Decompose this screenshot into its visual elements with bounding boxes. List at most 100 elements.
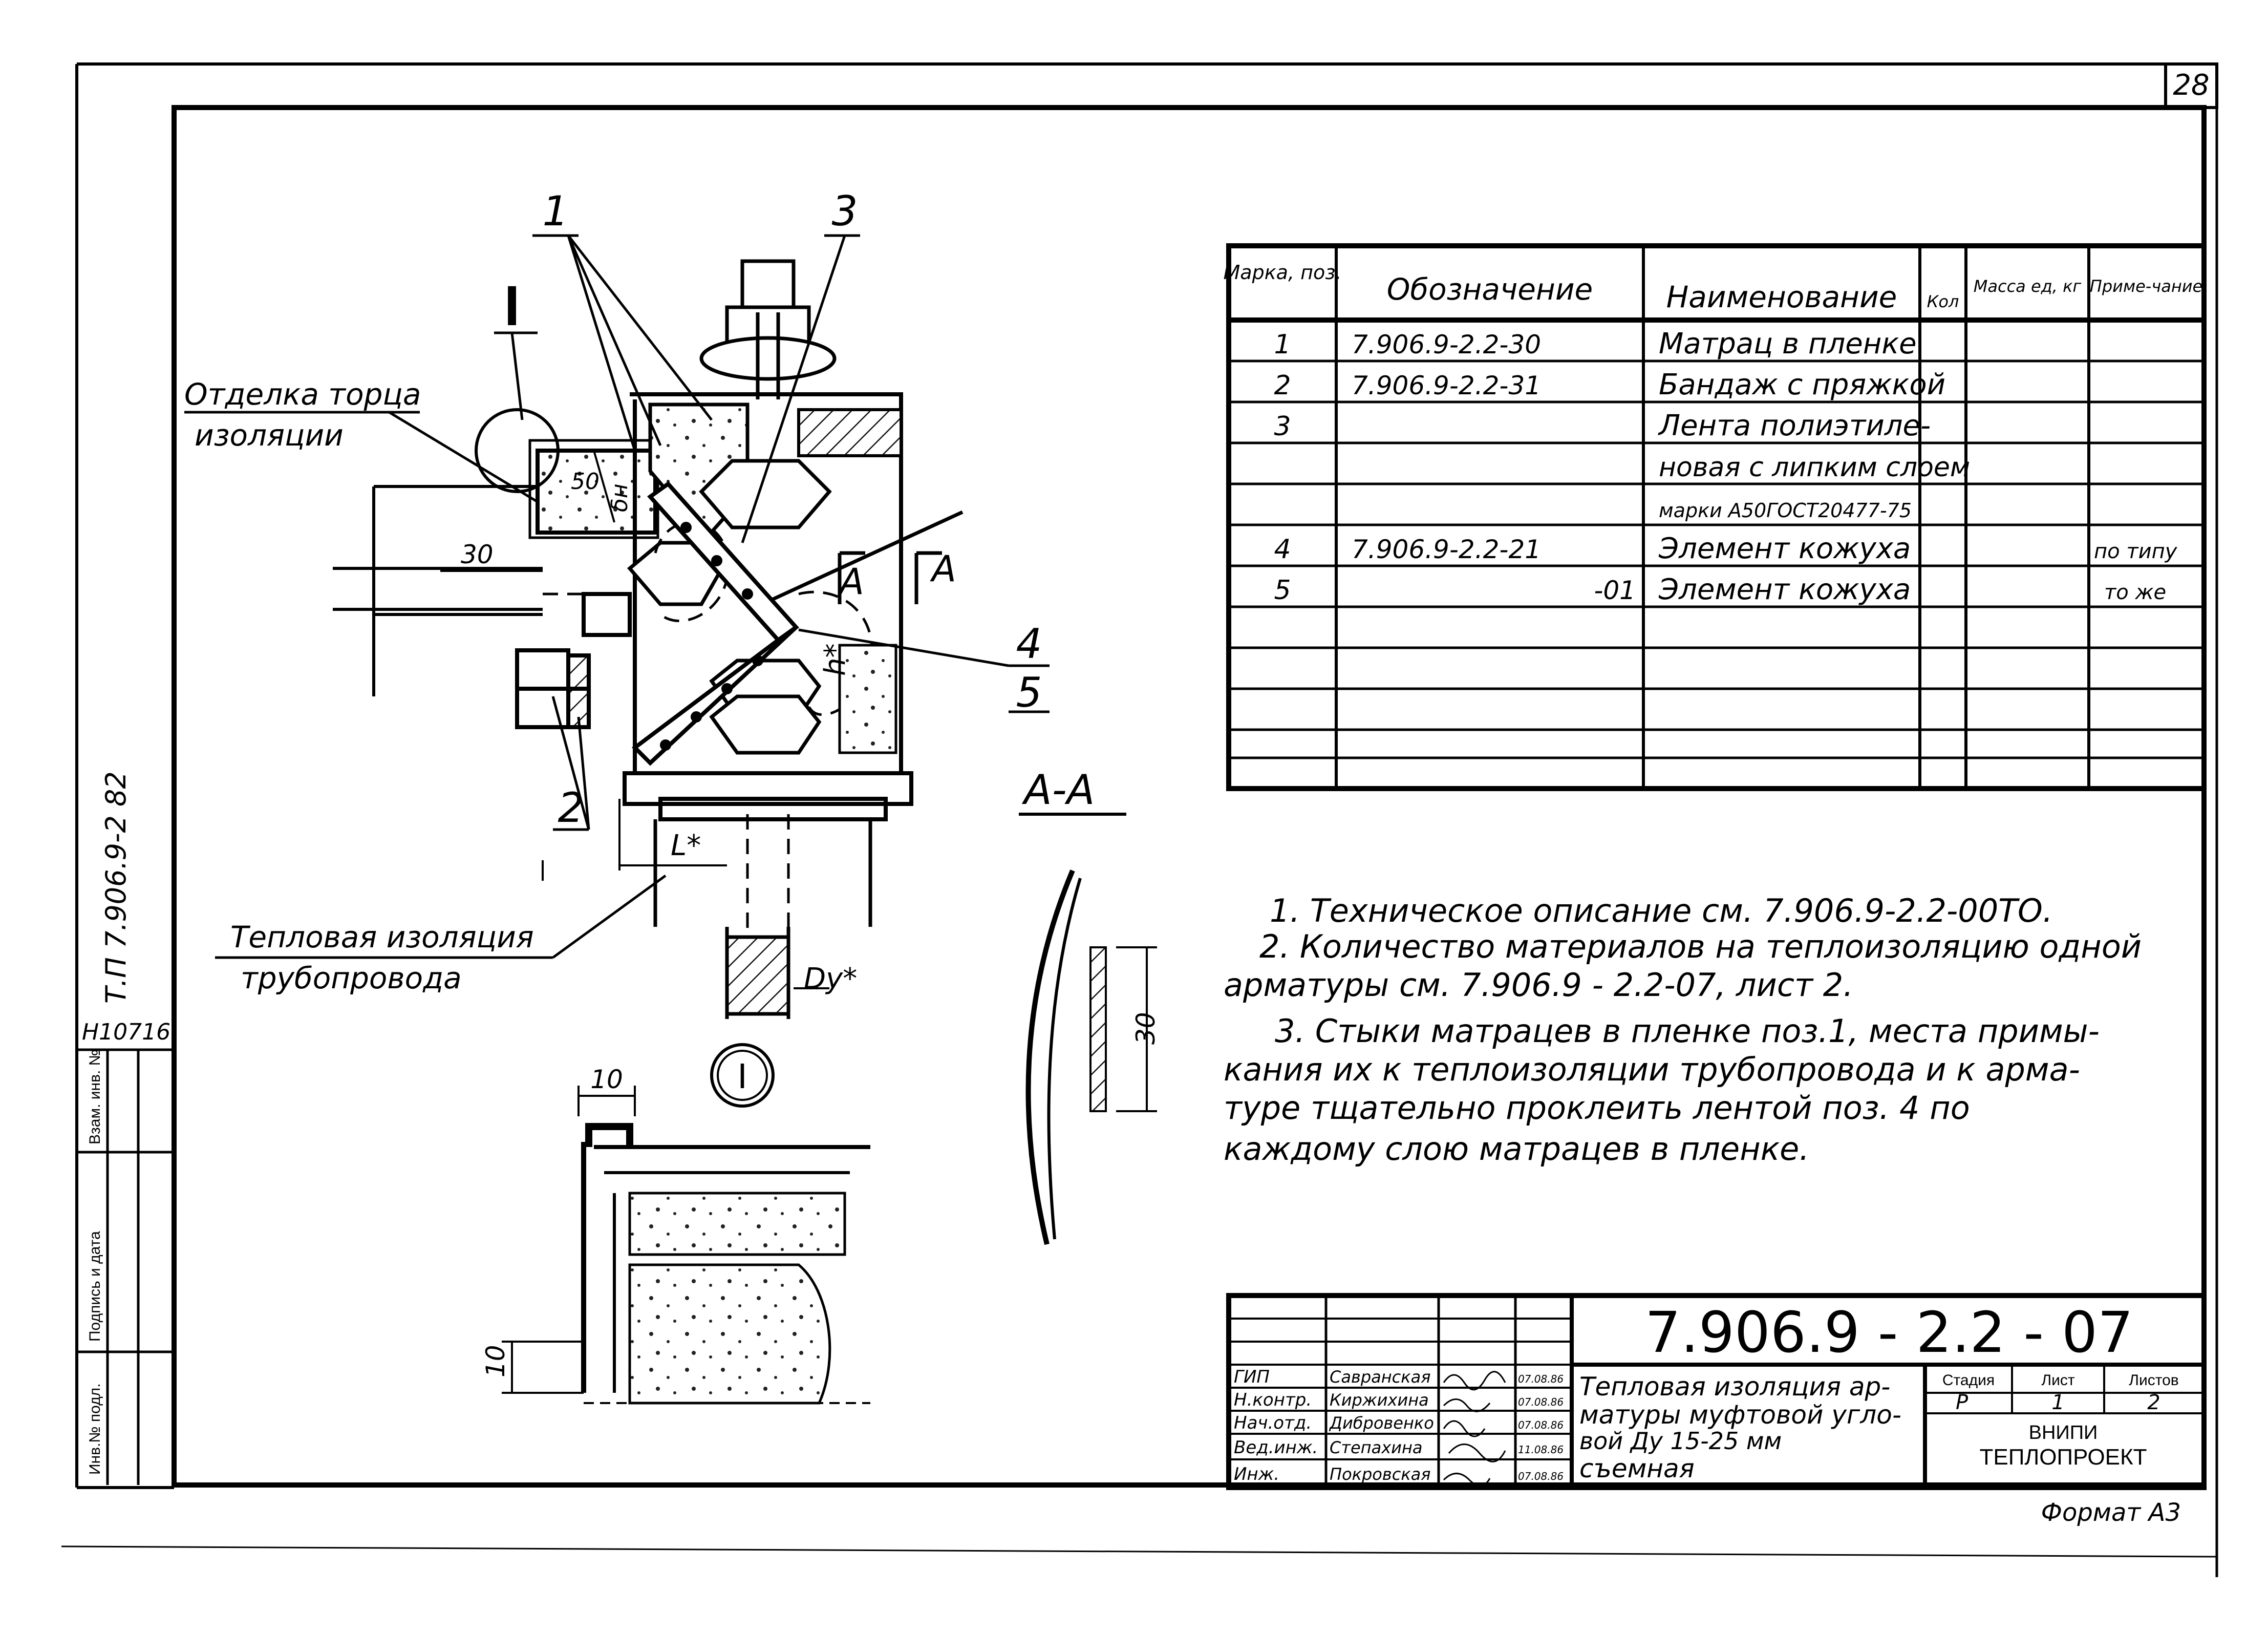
sheets-value: 2 <box>2147 1391 2160 1414</box>
view-mark-I: I <box>504 274 520 337</box>
callout-4: 4 <box>1016 620 1042 668</box>
svg-text:Н.контр.: Н.контр. <box>1234 1390 1312 1410</box>
svg-text:07.08.86: 07.08.86 <box>1518 1373 1564 1385</box>
spec-row: 4 7.906.9-2.2-21 Элемент кожуха по типу <box>1274 532 2177 565</box>
spec-header-mass: Масса ед, кг <box>1974 277 2082 296</box>
sheet-value: 1 <box>2051 1391 2064 1414</box>
inventory-number: Н10716 <box>82 1019 170 1045</box>
dim-50: 50 <box>571 469 600 495</box>
svg-text:7.906.9-2.2-21: 7.906.9-2.2-21 <box>1352 535 1541 564</box>
title-line: вой Ду 15-25 мм <box>1579 1427 1782 1455</box>
page-number: 28 <box>2173 69 2209 102</box>
svg-text:Инж.: Инж. <box>1234 1464 1279 1484</box>
svg-text:Матрац в пленке: Матрац в пленке <box>1659 327 1917 360</box>
svg-text:Лента полиэтиле-: Лента полиэтиле- <box>1658 409 1931 442</box>
pipe-left <box>333 485 543 696</box>
label-insulation-end-2: изоляции <box>195 418 344 453</box>
svg-text:ГИП: ГИП <box>1234 1367 1270 1387</box>
section-aa-dim-30: 30 <box>1131 1012 1161 1045</box>
svg-text:7.906.9-2.2-30: 7.906.9-2.2-30 <box>1352 330 1541 359</box>
valve-stem <box>699 259 837 399</box>
org-name-2: ТЕПЛОПРОЕКТ <box>1979 1445 2147 1470</box>
svg-text:Элемент кожуха: Элемент кожуха <box>1658 573 1911 606</box>
note-line: туре тщательно проклеить лентой поз. 4 п… <box>1224 1089 1970 1127</box>
svg-text:по типу: по типу <box>2094 540 2178 563</box>
callout-5: 5 <box>1016 669 1042 716</box>
callout-2: 2 <box>558 784 584 832</box>
assembly-drawing: 1 3 4 5 2 I Отделка торца изоляции Тепло… <box>184 187 1126 1019</box>
callout-3: 3 <box>832 187 858 235</box>
spec-header-pos: Марка, поз. <box>1224 261 1342 284</box>
spec-row: 1 7.906.9-2.2-30 Матрац в пленке <box>1274 327 1916 360</box>
org-name-1: ВНИПИ <box>2029 1422 2098 1444</box>
sheet-header: Лист <box>2041 1372 2074 1389</box>
note-line: 1. Техническое описание см. 7.906.9-2.2-… <box>1270 892 2053 929</box>
detail-marker-circle <box>475 408 560 493</box>
svg-text:Степахина: Степахина <box>1330 1438 1422 1457</box>
svg-text:Дибровенко: Дибровенко <box>1329 1413 1434 1433</box>
svg-text:11.08.86: 11.08.86 <box>1518 1444 1564 1456</box>
title-line: Тепловая изоляция ар- <box>1579 1372 1890 1402</box>
sheet-frame <box>61 62 2218 1577</box>
hex-nuts <box>627 459 832 755</box>
valve-body-shell <box>623 392 913 821</box>
svg-text:Бандаж с пряжкой: Бандаж с пряжкой <box>1659 368 1945 401</box>
designation: 7.906.9 - 2.2 - 07 <box>1645 1300 2133 1365</box>
dim-Dy: Dу* <box>804 962 857 995</box>
label-pipe-insulation-1: Тепловая изоляция <box>230 920 534 954</box>
dim-30: 30 <box>461 540 494 569</box>
label-insulation-end-1: Отделка торца <box>184 377 421 412</box>
note-line: 3. Стыки матрацев в пленке поз.1, места … <box>1275 1012 2100 1050</box>
svg-text:Элемент кожуха: Элемент кожуха <box>1658 532 1911 565</box>
svg-text:5: 5 <box>1274 575 1291 606</box>
svg-text:Покровская: Покровская <box>1330 1465 1431 1484</box>
stage-value: Р <box>1956 1391 1969 1414</box>
svg-text:3: 3 <box>1274 411 1291 442</box>
detail-I-label: I <box>737 1056 747 1096</box>
side-document-label: Т.П 7.906.9-2 82 <box>100 771 132 1004</box>
spec-header-name: Наименование <box>1666 280 1897 314</box>
dim-L: L* <box>671 829 701 862</box>
specification-table <box>1226 243 2207 791</box>
svg-text:Киржихина: Киржихина <box>1330 1390 1429 1410</box>
dim-dn: δн <box>607 483 633 512</box>
leader-lines <box>184 234 1050 959</box>
detail-I-view <box>502 1043 870 1405</box>
spec-row: 5 -01 Элемент кожуха то же <box>1274 573 2166 606</box>
notes-block: 1. Техническое описание см. 7.906.9-2.2-… <box>1224 892 2142 1168</box>
svg-text:-01: -01 <box>1594 576 1636 605</box>
right-mattress-top <box>797 408 903 457</box>
signer-row: Н.контр. Киржихина 07.08.86 <box>1234 1390 1564 1412</box>
signer-row: Вед.инж. Степахина 11.08.86 <box>1234 1437 1564 1462</box>
callout-1: 1 <box>543 187 569 235</box>
svg-text:1: 1 <box>1274 329 1291 360</box>
svg-text:Вед.инж.: Вед.инж. <box>1234 1437 1318 1458</box>
note-line: 2. Количество материалов на теплоизоляци… <box>1259 928 2142 965</box>
title-line: матуры муфтовой угло- <box>1579 1400 1901 1430</box>
spec-row: 3 Лента полиэтиле- <box>1274 409 1931 442</box>
stage-header: Стадия <box>1942 1372 1995 1389</box>
detail-dim-10-side: 10 <box>481 1345 510 1377</box>
spec-header-qty: Кол <box>1927 292 1959 311</box>
diagonal-band <box>631 481 799 766</box>
svg-text:Нач.отд.: Нач.отд. <box>1234 1413 1312 1433</box>
dimension-lines <box>440 450 829 989</box>
svg-text:07.08.86: 07.08.86 <box>1518 1419 1564 1431</box>
svg-text:марки А50ГОСТ20477-75: марки А50ГОСТ20477-75 <box>1659 499 1912 522</box>
section-mark-left: A <box>838 561 864 603</box>
section-title: А-А <box>1021 766 1095 814</box>
svg-text:Савранская: Савранская <box>1330 1367 1430 1387</box>
signer-row: ГИП Савранская 07.08.86 <box>1234 1367 1564 1391</box>
svg-text:07.08.86: 07.08.86 <box>1518 1396 1564 1408</box>
svg-text:2: 2 <box>1274 370 1291 401</box>
detail-dim-10-top: 10 <box>590 1065 623 1094</box>
section-cut-marks <box>772 510 964 604</box>
svg-text:07.08.86: 07.08.86 <box>1518 1470 1564 1482</box>
spec-header-code: Обозначение <box>1387 272 1593 307</box>
spec-row: марки А50ГОСТ20477-75 <box>1659 499 1912 522</box>
signer-row: Нач.отд. Дибровенко 07.08.86 <box>1234 1413 1564 1437</box>
section-aa-view <box>1025 869 1157 1245</box>
note-line: кания их к теплоизоляции трубопровода и … <box>1224 1051 2080 1088</box>
side-stamp-replace: Взам. инв. № <box>87 1049 103 1144</box>
